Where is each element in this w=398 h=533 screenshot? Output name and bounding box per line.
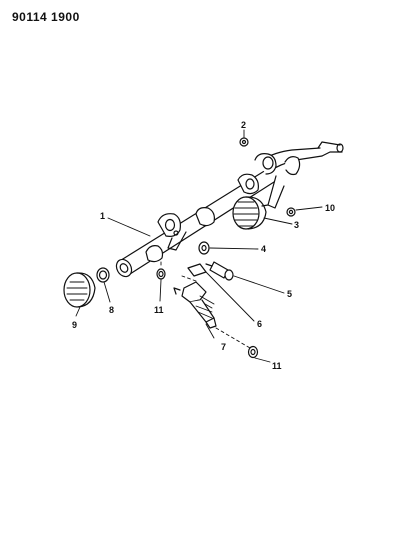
callout-5: 5 bbox=[287, 289, 292, 299]
part-6-clip bbox=[187, 263, 207, 277]
diagram-code: 90114 1900 bbox=[12, 10, 80, 24]
part-5-bolt bbox=[205, 261, 234, 281]
leader-lines bbox=[75, 129, 323, 363]
fuel-rail bbox=[115, 141, 344, 278]
callout-7: 7 bbox=[221, 342, 226, 352]
part-10-nut bbox=[286, 207, 296, 217]
callout-2: 2 bbox=[241, 120, 246, 130]
part-8-washer bbox=[96, 267, 110, 283]
callout-8: 8 bbox=[109, 305, 114, 315]
part-11-oring-lower bbox=[247, 345, 259, 359]
alignment-lines bbox=[160, 261, 251, 349]
callout-6: 6 bbox=[257, 319, 262, 329]
part-4-washer bbox=[198, 241, 210, 255]
part-11-oring-upper bbox=[156, 268, 166, 280]
part-2-nut bbox=[239, 137, 249, 147]
part-3-cover bbox=[232, 196, 267, 230]
callout-1: 1 bbox=[100, 211, 105, 221]
callout-3: 3 bbox=[294, 220, 299, 230]
callout-11-lower: 11 bbox=[272, 361, 282, 371]
part-7-injector bbox=[173, 281, 217, 329]
callout-10: 10 bbox=[325, 203, 335, 213]
callouts: 1 2 3 4 5 6 7 8 9 10 11 11 bbox=[72, 120, 335, 371]
callout-9: 9 bbox=[72, 320, 77, 330]
callout-4: 4 bbox=[261, 244, 266, 254]
callout-11-upper: 11 bbox=[154, 305, 164, 315]
part-9-cap bbox=[63, 272, 96, 308]
